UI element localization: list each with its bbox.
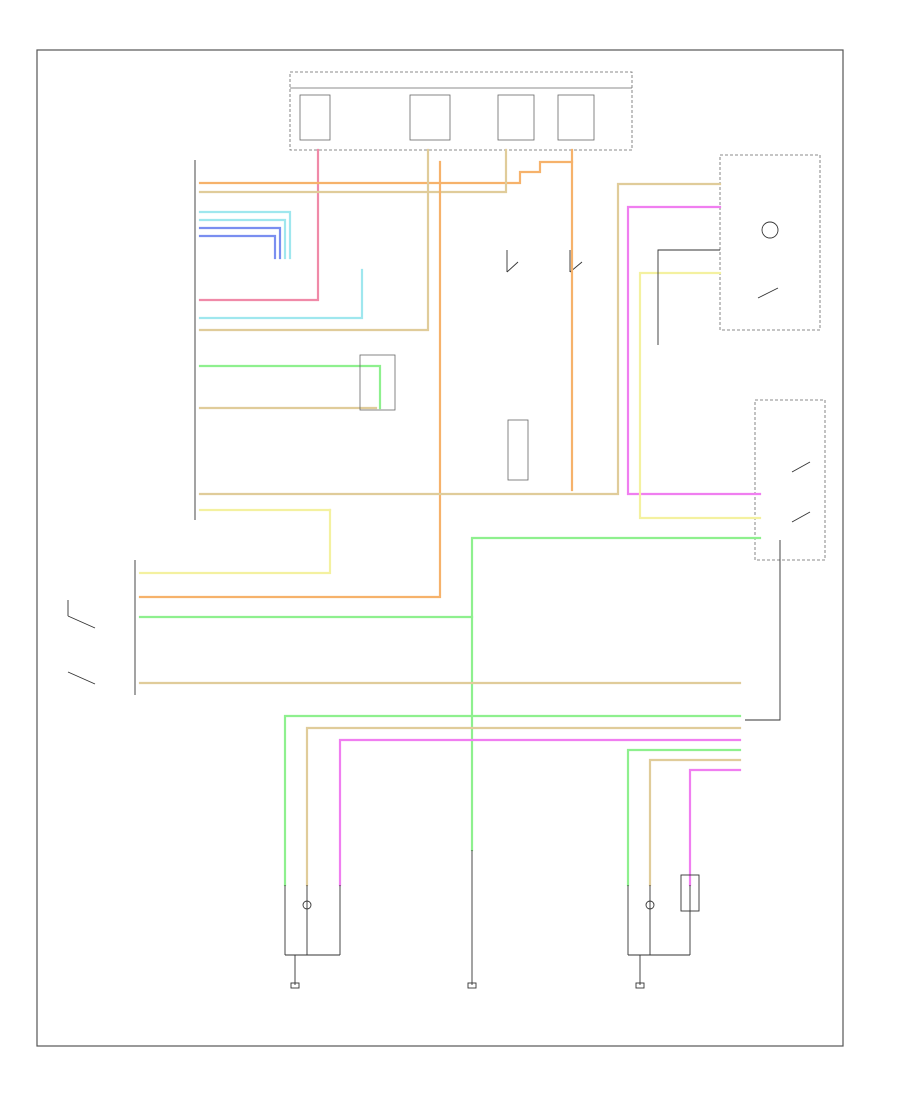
wire-tan-left <box>198 148 430 332</box>
wire-red <box>198 148 320 302</box>
wire-cyan-1 <box>198 210 292 260</box>
wire-green-lower-left <box>283 714 742 887</box>
fog-lamp-switch <box>754 399 826 561</box>
headlamp-switch <box>506 250 583 273</box>
wire-pink-lower-left <box>338 738 742 887</box>
sunroof-relay-box <box>507 419 529 481</box>
wire-blue-2 <box>198 234 277 260</box>
wire-tan-top <box>198 148 508 194</box>
dome-lamp <box>467 850 477 989</box>
wire-tan-right <box>198 182 722 496</box>
wire-green-sensor <box>198 364 382 410</box>
wire-pink-right <box>626 205 762 496</box>
wire-cyan-3 <box>198 268 364 320</box>
instrument-cluster-panel <box>719 154 821 331</box>
right-vanity-lamp <box>627 874 700 989</box>
wire-orange-lower <box>138 160 442 599</box>
left-vanity-lamp <box>284 885 341 989</box>
wire-tan-lower-right <box>648 758 742 887</box>
wire-orange-top <box>198 148 574 185</box>
wire-blue-1 <box>198 226 282 260</box>
wire-cyan-2 <box>198 218 287 260</box>
wire-yellow-right <box>638 271 762 520</box>
wire-black-vert <box>745 540 781 721</box>
wire-green-long <box>138 536 762 619</box>
wire-tan-lower-left <box>305 726 742 887</box>
junction-block-top <box>289 71 633 151</box>
wire-green-lower-right <box>626 748 742 887</box>
wire-black-right <box>657 249 720 345</box>
diagram-frame <box>36 49 844 1047</box>
wire-pink-lower-right <box>688 768 742 887</box>
wire-yellow-door <box>138 508 332 575</box>
keyless-module-box <box>359 354 396 411</box>
door-switches <box>67 600 96 685</box>
